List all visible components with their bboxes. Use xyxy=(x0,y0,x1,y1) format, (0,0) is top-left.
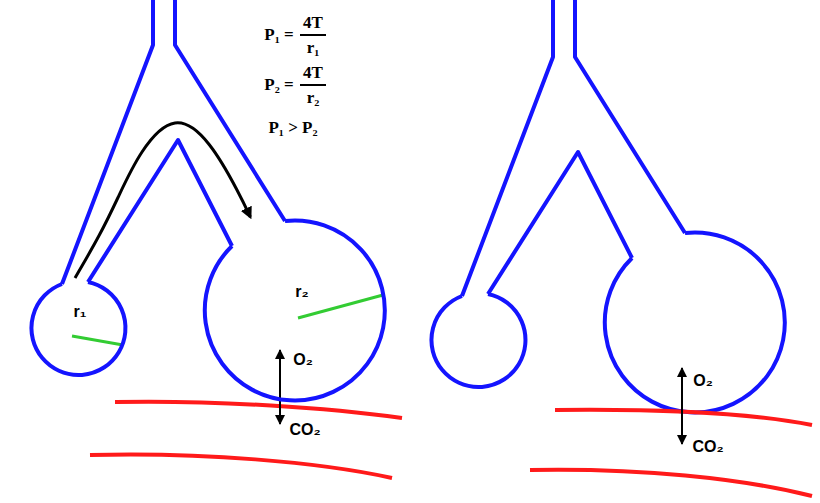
alveolus-outline xyxy=(28,278,128,378)
alveolus-outline xyxy=(431,294,525,387)
alveolus-wall xyxy=(205,220,385,400)
capillary-wall xyxy=(555,410,812,425)
gas-label: O₂ xyxy=(693,372,713,390)
left-capillary xyxy=(90,402,402,478)
right-airway xyxy=(431,0,784,412)
formula-text: r₂ xyxy=(307,88,320,108)
formula-text: 4T xyxy=(303,63,323,83)
alveolus-outline xyxy=(605,232,785,412)
airway-wall xyxy=(62,0,153,284)
formula-text: r₁ xyxy=(307,38,320,58)
alveolus-outline xyxy=(202,217,388,403)
left-airway xyxy=(62,0,285,284)
fraction-bar xyxy=(300,34,326,36)
capillary-wall xyxy=(115,402,402,418)
exchange-arrow xyxy=(681,368,683,444)
gas-label: CO₂ xyxy=(289,421,320,439)
capillary-wall xyxy=(530,470,812,496)
radius-label: r₁ xyxy=(74,303,87,321)
formula-text: P₂ = xyxy=(264,75,293,95)
formula-text: P₁ = xyxy=(264,25,293,45)
formula-text: 4T xyxy=(303,13,323,33)
exchange-arrow xyxy=(279,350,281,424)
alveolus-wall xyxy=(31,282,125,375)
airway-wall xyxy=(488,152,632,294)
capillary-wall xyxy=(90,454,392,478)
fraction-bar xyxy=(300,84,326,86)
formula-text: P₁ > P₂ xyxy=(268,118,317,138)
right-capillary xyxy=(530,410,812,496)
radius-line xyxy=(298,295,383,318)
radius-line xyxy=(72,336,123,345)
airway-wall xyxy=(462,0,553,296)
gas-label: O₂ xyxy=(293,351,313,369)
radius-label: r₂ xyxy=(295,283,308,301)
gas-label: CO₂ xyxy=(692,438,723,456)
airway-wall xyxy=(88,140,232,282)
alveolus: r₁ xyxy=(28,278,128,378)
airway-wall xyxy=(575,0,685,233)
alveolus: r₂ xyxy=(202,217,388,403)
